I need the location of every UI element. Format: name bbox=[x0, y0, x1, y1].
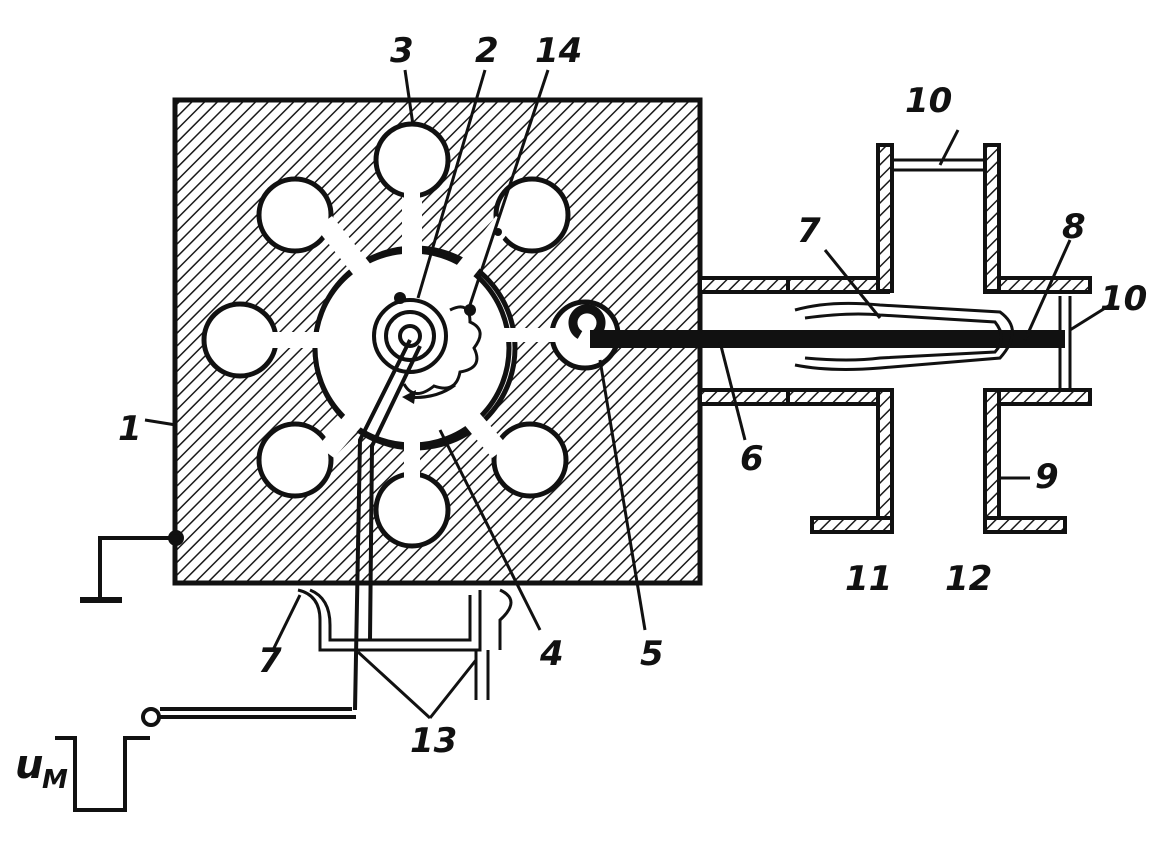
label-2: 2 bbox=[475, 31, 499, 71]
label-9: 9 bbox=[1035, 457, 1059, 497]
output-loop bbox=[568, 304, 1065, 348]
cavity-slots bbox=[270, 190, 560, 480]
label-13: 13 bbox=[410, 721, 457, 761]
pulse-symbol bbox=[55, 707, 161, 812]
label-7-bottom: 7 bbox=[258, 641, 282, 681]
label-3: 3 bbox=[390, 31, 414, 71]
label-5: 5 bbox=[640, 634, 664, 674]
label-14: 14 bbox=[535, 31, 582, 71]
label-10-right: 10 bbox=[1100, 279, 1147, 319]
label-6: 6 bbox=[740, 439, 764, 479]
windows bbox=[892, 158, 1072, 388]
label-1: 1 bbox=[118, 409, 142, 449]
bottom-envelope bbox=[297, 588, 513, 700]
cathode-leads bbox=[160, 339, 422, 719]
label-7-right: 7 bbox=[797, 211, 821, 251]
glass-envelope-right bbox=[794, 301, 1014, 371]
label-10-top: 10 bbox=[905, 81, 952, 121]
output-coupler bbox=[698, 143, 1092, 534]
label-8: 8 bbox=[1062, 207, 1086, 247]
label-11: 11 bbox=[845, 559, 892, 599]
label-4: 4 bbox=[539, 634, 564, 674]
cathode bbox=[372, 298, 448, 374]
pulse-label: u bbox=[15, 742, 43, 788]
space-charge-cloud bbox=[402, 305, 482, 395]
pulse-label-sub: M bbox=[42, 765, 68, 795]
leader-lines bbox=[144, 69, 1111, 720]
ground-symbol bbox=[80, 530, 184, 603]
label-12: 12 bbox=[945, 559, 992, 599]
